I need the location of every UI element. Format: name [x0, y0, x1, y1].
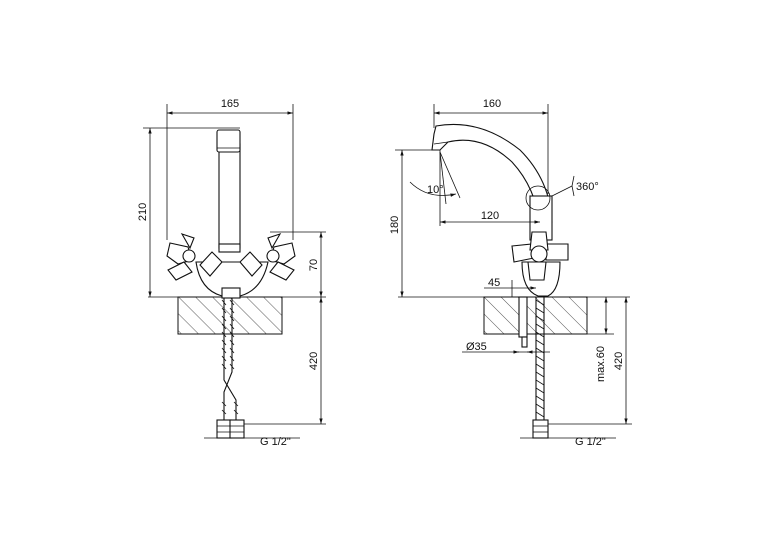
- front-fitting-left: [216, 419, 232, 439]
- front-countertop: [177, 296, 283, 335]
- side-angle-arc: [409, 181, 457, 197]
- side-view: 160 180 10° 360° 120 45 Ø35 max.60: [389, 98, 632, 448]
- front-thread-label: G 1/2": [260, 436, 291, 448]
- front-spout-nozzle: [216, 129, 241, 153]
- front-handle-height-label: 70: [308, 259, 320, 271]
- side-fitting: [532, 419, 549, 439]
- side-reach-label: 120: [481, 210, 499, 222]
- side-handle: [511, 231, 569, 281]
- side-angle-label: 10°: [427, 184, 444, 196]
- side-hoses: [535, 297, 545, 420]
- front-fitting-right: [229, 419, 245, 439]
- front-spout-tube: [218, 143, 241, 249]
- front-width-label: 165: [221, 98, 239, 110]
- side-hose-length-label: 420: [613, 352, 625, 370]
- front-height-label: 210: [137, 203, 149, 221]
- side-width-label: 160: [483, 98, 501, 110]
- side-max-label: max.60: [595, 346, 607, 382]
- front-view: 165 210 70 420 G 1/2": [137, 98, 326, 448]
- side-thread-label: G 1/2": [575, 436, 606, 448]
- side-height-label: 180: [389, 216, 401, 234]
- side-rotation-label: 360°: [576, 181, 599, 193]
- front-handle-left: [166, 233, 223, 281]
- front-hoses: [221, 297, 239, 420]
- side-offset-label: 45: [488, 277, 500, 289]
- front-hose-length-label: 420: [308, 352, 320, 370]
- front-handle-right: [239, 233, 296, 281]
- side-diameter-label: Ø35: [466, 341, 487, 353]
